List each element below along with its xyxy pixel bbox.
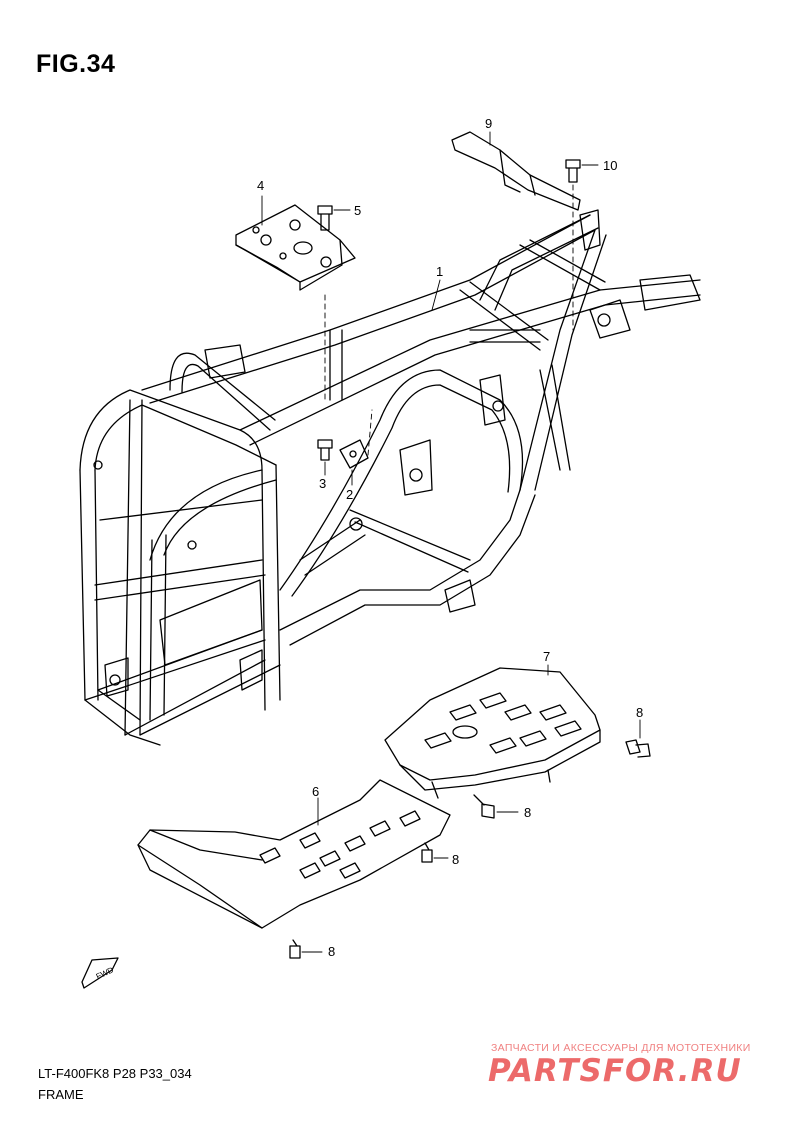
- part-6-skid-plate: [137, 779, 451, 929]
- part-5-bolt: [317, 205, 333, 231]
- callout-6: 6: [312, 784, 320, 799]
- callout-7: 7: [543, 649, 551, 664]
- callout-8c: 8: [452, 852, 460, 867]
- callout-9: 9: [485, 116, 493, 131]
- callout-3: 3: [319, 476, 327, 491]
- part-2-plate: [339, 439, 369, 469]
- part-7-skid-plate: [384, 667, 601, 799]
- callout-4: 4: [257, 178, 265, 193]
- callout-5: 5: [354, 203, 362, 218]
- watermark-logo: PARTSFOR.RU: [488, 1053, 742, 1089]
- callout-8d: 8: [328, 944, 336, 959]
- part-8-bolts: [289, 739, 651, 959]
- fwd-arrow-icon: [81, 957, 119, 989]
- diagram-name: FRAME: [38, 1087, 84, 1102]
- callout-8b: 8: [524, 805, 532, 820]
- part-9-bracket: [451, 131, 581, 211]
- part-10-bolt: [565, 159, 581, 183]
- callout-10: 10: [603, 158, 618, 173]
- dash-2-frame: [367, 409, 373, 456]
- part-4-plate: [235, 204, 356, 291]
- figure-title: FIG.34: [36, 50, 116, 78]
- callout-1: 1: [436, 264, 444, 279]
- diagram-code: LT-F400FK8 P28 P33_034: [38, 1066, 192, 1081]
- watermark-subtitle: ЗАПЧАСТИ И АКСЕССУАРЫ ДЛЯ МОТОТЕХНИКИ: [491, 1042, 751, 1054]
- main-frame: [79, 209, 701, 746]
- leader-1: [431, 279, 441, 311]
- part-3-bolt: [317, 439, 333, 461]
- callout-2: 2: [346, 487, 354, 502]
- callout-8a: 8: [636, 705, 644, 720]
